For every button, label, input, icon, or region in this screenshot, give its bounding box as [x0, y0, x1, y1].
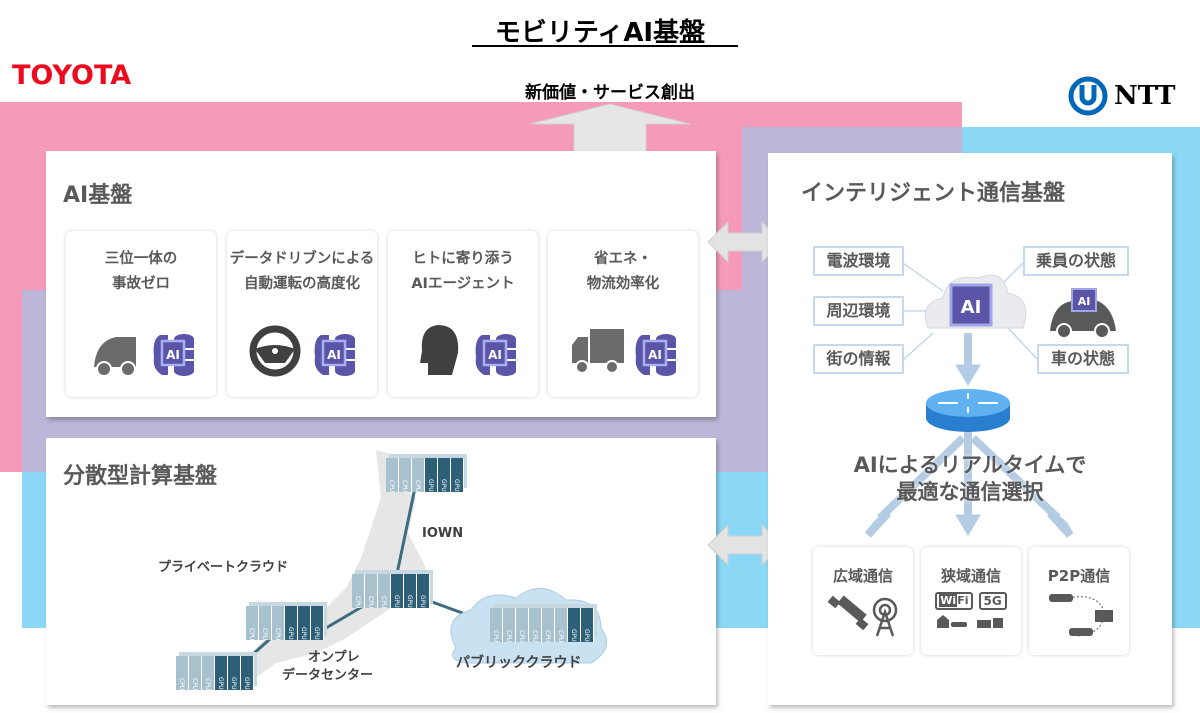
cpu-unit: CPU: [272, 606, 285, 640]
satellite-antenna-icon: [827, 595, 898, 637]
ai-platform-title: AI基盤: [63, 183, 133, 208]
ai-brain-database-icon: AI: [314, 334, 355, 376]
distributed-title: 分散型計算基盤: [63, 464, 218, 489]
page-title: モビリティAI基盤: [494, 18, 706, 48]
vehicle-p2p-icon: [1049, 594, 1113, 637]
ai-chip-icon: [1071, 288, 1097, 312]
gpu-unit: GPU: [298, 606, 311, 640]
message-line2: 最適な通信選択: [896, 480, 1044, 504]
gpu-unit: GPU: [581, 608, 594, 642]
svg-text:AI: AI: [327, 348, 341, 362]
iown-label: IOWN: [422, 526, 464, 541]
ai-use-case-card: 三位一体の事故ゼロ AI: [66, 231, 216, 397]
title-underline: [472, 45, 738, 47]
gpu-unit: GPU: [285, 606, 298, 640]
ai-brain-database-icon: AI: [153, 334, 194, 376]
ai-brain-database-icon: AI: [475, 334, 516, 376]
cpu-unit: CPU: [399, 458, 412, 492]
cpu-unit: CPU: [259, 606, 272, 640]
option-short-range: 狭域通信 WiFi 5G: [921, 547, 1021, 655]
ntt-mark-icon: [1068, 76, 1108, 116]
option-p2p: P2P通信: [1029, 547, 1129, 655]
top-output-label: 新価値・サービス創出: [525, 83, 695, 103]
up-arrow-icon: [529, 103, 691, 152]
cpu-unit: CPU: [189, 656, 202, 690]
router-icon: [926, 389, 1010, 432]
input-city-info: 街の情報: [813, 344, 904, 374]
option-wide-area: 広域通信: [813, 547, 913, 655]
input-passenger-state: 乗員の状態: [1023, 246, 1129, 276]
japan-map-icon: [196, 450, 608, 690]
message-line1: AIによるリアルタイムで: [853, 453, 1087, 477]
cpu-unit: CPU: [386, 458, 399, 492]
ai-brain-database-icon: AI: [635, 334, 676, 376]
onprem-label: オンプレ: [308, 650, 360, 665]
cpu-unit: CPU: [246, 606, 259, 640]
cpu-unit: CPU: [378, 574, 391, 608]
ntt-logo: NTT: [1068, 76, 1176, 116]
ai-use-case-card: データドリブンによる自動運転の高度化 AI: [227, 231, 377, 397]
svg-text:AI: AI: [166, 348, 180, 362]
truck-icon: [572, 329, 624, 374]
toyota-logo: TOYOTA: [12, 60, 132, 91]
cpu-unit: CPU: [365, 574, 378, 608]
cpu-unit: CPU: [352, 574, 365, 608]
cpu-unit: CPU: [503, 608, 516, 642]
flow-graphics: AI AI: [864, 262, 1116, 538]
svg-text:AI: AI: [488, 348, 502, 362]
input-radio-environment: 電波環境: [813, 246, 904, 276]
cpu-unit: CPU: [529, 608, 542, 642]
cpu-unit: CPU: [176, 656, 189, 690]
input-surroundings: 周辺環境: [813, 296, 904, 326]
cpu-unit: CPU: [202, 656, 215, 690]
cpu-unit: CPU: [490, 608, 503, 642]
house-car-factory-icon: [937, 615, 1003, 628]
human-head-icon: [420, 325, 459, 375]
wifi-5g-icon: WiFi 5G: [921, 592, 1021, 610]
gpu-unit: GPU: [311, 606, 324, 640]
ai-use-case-card: 省エネ・物流効率化 AI: [548, 231, 698, 397]
ai-chip-icon: [949, 283, 993, 327]
svg-text:AI: AI: [648, 348, 662, 362]
input-vehicle-state: 車の状態: [1037, 344, 1129, 374]
gpu-unit: GPU: [438, 458, 451, 492]
gpu-unit: GPU: [451, 458, 464, 492]
gpu-unit: GPU: [417, 574, 430, 608]
gpu-unit: GPU: [215, 656, 228, 690]
public-cloud-label: パブリッククラウド: [456, 655, 582, 671]
private-cloud-label: プライベートクラウド: [158, 560, 289, 575]
gpu-unit: GPU: [425, 458, 438, 492]
steering-wheel-icon: [249, 325, 301, 377]
cpu-unit: CPU: [412, 458, 425, 492]
svg-text:AI: AI: [961, 297, 982, 318]
gpu-unit: GPU: [241, 656, 254, 690]
gpu-unit: GPU: [404, 574, 417, 608]
cpu-unit: CPU: [555, 608, 568, 642]
cpu-unit: CPU: [516, 608, 529, 642]
svg-text:AI: AI: [1078, 295, 1091, 308]
intelligent-title: インテリジェント通信基盤: [801, 181, 1066, 206]
gpu-unit: GPU: [228, 656, 241, 690]
gpu-unit: GPU: [391, 574, 404, 608]
cpu-unit: CPU: [542, 608, 555, 642]
datacenter-label: データセンター: [282, 668, 374, 683]
car-icon: [94, 337, 136, 377]
gpu-unit: GPU: [568, 608, 581, 642]
